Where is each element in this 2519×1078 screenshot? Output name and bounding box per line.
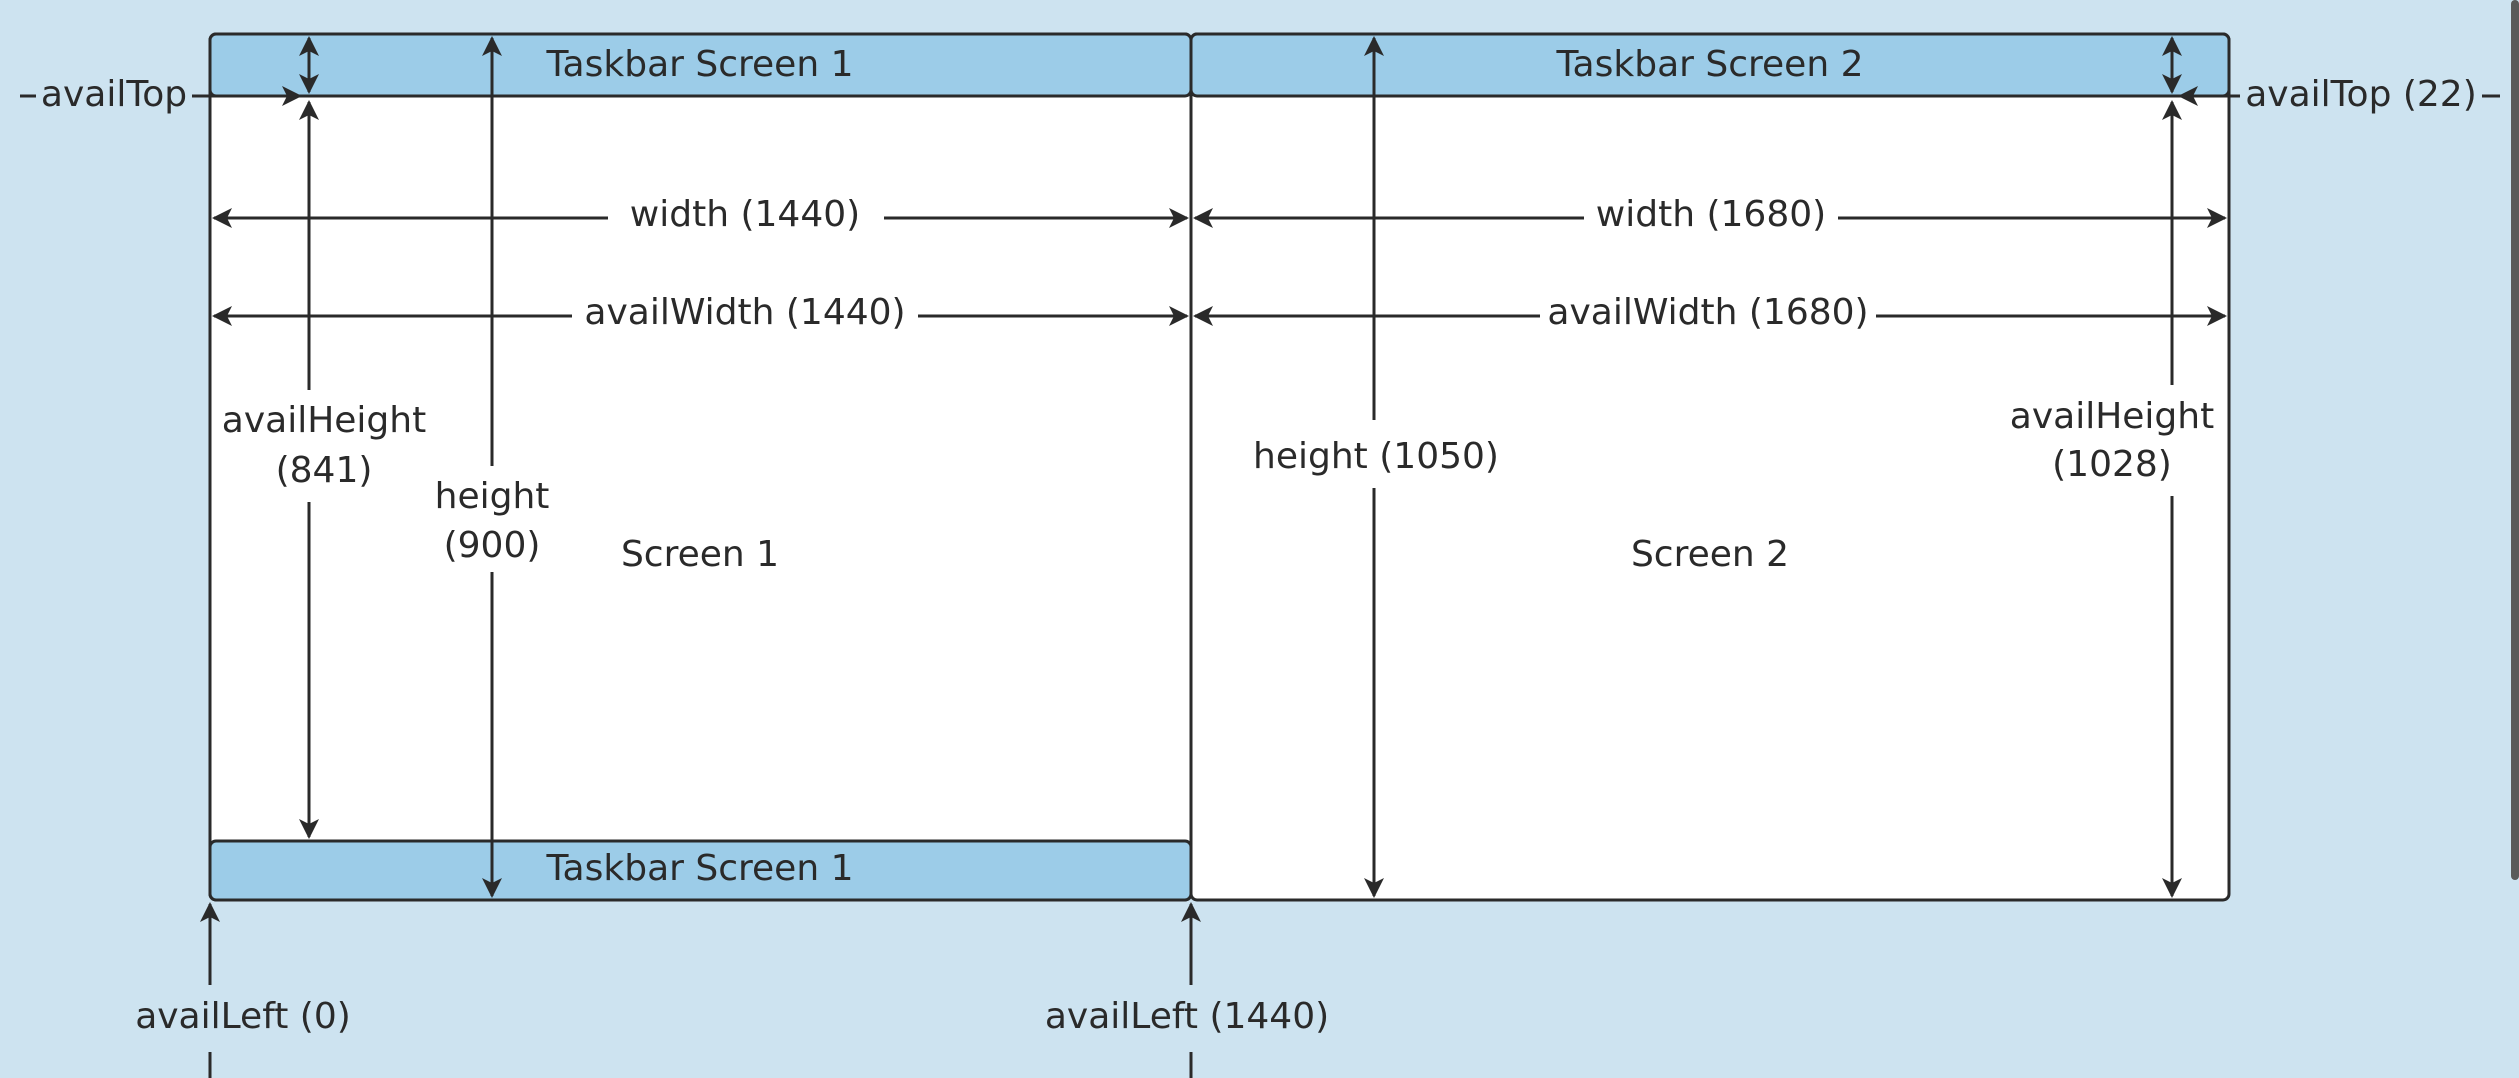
dimension-arrows [20, 36, 2500, 1078]
screen-2-avail-left-label: availLeft (1440) [1045, 996, 1329, 1037]
screen-1-avail-height-label-line1: availHeight [222, 400, 426, 441]
screen-1-avail-top-label: availTop [41, 74, 187, 115]
screen-2-width-label: width (1680) [1596, 194, 1826, 235]
screen-1-label: Screen 1 [621, 534, 779, 575]
screen-2-taskbar-top [1189, 32, 2231, 98]
screen-2-avail-height-label-line1: availHeight [2010, 396, 2214, 437]
screen-2-height-label: height (1050) [1253, 436, 1499, 477]
screen-1-avail-left-label: availLeft (0) [135, 996, 351, 1037]
labels: Taskbar Screen 1 Taskbar Screen 2 Taskba… [41, 44, 2477, 1037]
screen-1-height-label-line2: (900) [444, 525, 541, 566]
screen-2-label: Screen 2 [1631, 534, 1789, 575]
screen-1-taskbar-top-label: Taskbar Screen 1 [546, 44, 854, 85]
screen-2-avail-height-label-line2: (1028) [2052, 444, 2172, 485]
screen-1-width-label: width (1440) [630, 194, 860, 235]
screen-1-avail-width-label: availWidth (1440) [584, 292, 905, 333]
screen-1-taskbar-bottom-label: Taskbar Screen 1 [546, 848, 854, 889]
screen-2-avail-width-label: availWidth (1680) [1547, 292, 1868, 333]
screen-2-taskbar-top-label: Taskbar Screen 2 [1556, 44, 1864, 85]
screen-1-height-label-line1: height [435, 476, 550, 517]
vertical-scrollbar[interactable] [2511, 0, 2519, 880]
screen-2 [1189, 32, 2231, 902]
screen-1-avail-height-label-line2: (841) [276, 450, 373, 491]
screen-2-avail-top-label: availTop (22) [2245, 74, 2477, 115]
